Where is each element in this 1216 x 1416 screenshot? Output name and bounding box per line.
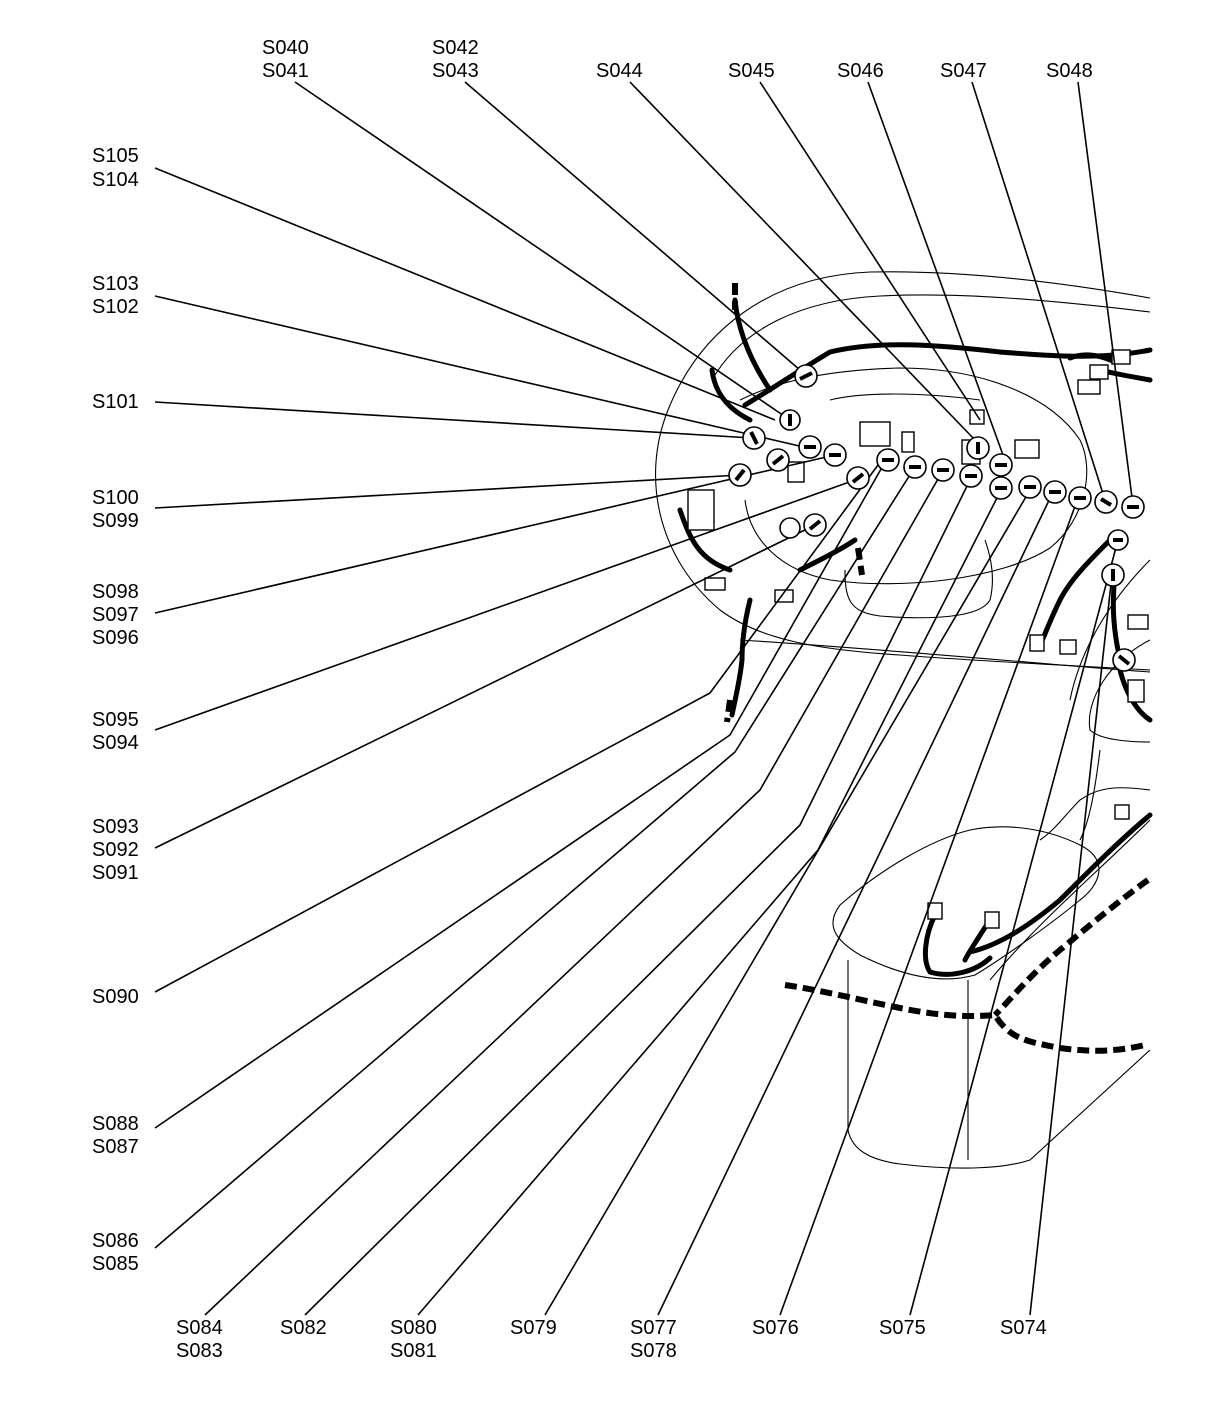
label-S091: S091 [92, 862, 139, 884]
splice-marker [779, 409, 801, 431]
splice-marker [931, 458, 955, 482]
label-S044: S044 [596, 60, 643, 82]
connector [1014, 439, 1040, 459]
label-S040: S040 [262, 37, 309, 59]
connector [787, 461, 805, 483]
label-S088: S088 [92, 1113, 139, 1135]
splice-marker [989, 453, 1013, 477]
connector [969, 409, 985, 425]
connectors [687, 349, 1149, 929]
label-S079: S079 [510, 1317, 557, 1339]
splice-marker [1107, 529, 1129, 551]
splice-marker [779, 517, 801, 539]
splice-marker [876, 448, 900, 472]
connector [1114, 804, 1130, 820]
connector [1127, 679, 1145, 703]
splice-marker [959, 464, 983, 488]
splice-marker [1094, 490, 1118, 514]
splice-marker [1121, 495, 1145, 519]
splice-marker [823, 443, 847, 467]
splice-marker [1018, 475, 1042, 499]
connector [984, 911, 1000, 929]
label-S103: S103 [92, 273, 139, 295]
label-S086: S086 [92, 1230, 139, 1252]
splice-marker [742, 426, 766, 450]
connector [1089, 364, 1109, 380]
label-S048: S048 [1046, 60, 1093, 82]
splice-marker [803, 513, 827, 537]
splice-marker [989, 476, 1013, 500]
label-S081: S081 [390, 1340, 437, 1362]
label-S100: S100 [92, 487, 139, 509]
label-S078: S078 [630, 1340, 677, 1362]
label-S041: S041 [262, 60, 309, 82]
label-S082: S082 [280, 1317, 327, 1339]
label-S105: S105 [92, 145, 139, 167]
connector [1127, 614, 1149, 630]
label-S047: S047 [940, 60, 987, 82]
connector [859, 421, 891, 447]
connector [687, 489, 715, 531]
label-S090: S090 [92, 986, 139, 1008]
label-S077: S077 [630, 1317, 677, 1339]
label-S046: S046 [837, 60, 884, 82]
splice-marker [966, 436, 990, 460]
label-S104: S104 [92, 169, 139, 191]
label-S087: S087 [92, 1136, 139, 1158]
label-S094: S094 [92, 732, 139, 754]
splice-marker [728, 463, 752, 487]
splice-marker [1101, 563, 1125, 587]
label-S083: S083 [176, 1340, 223, 1362]
label-S042: S042 [432, 37, 479, 59]
splice-labels: S040 S041 S042 S043 S044 S045 S046 S047 … [92, 37, 1093, 1362]
connector [1029, 634, 1045, 652]
splice-marker [1068, 486, 1092, 510]
leader-lines [154, 81, 1134, 1316]
splice-marker [798, 435, 822, 459]
splice-marker [766, 448, 790, 472]
label-S102: S102 [92, 296, 139, 318]
label-S101: S101 [92, 391, 139, 413]
label-S045: S045 [728, 60, 775, 82]
connector [1111, 349, 1131, 365]
label-S080: S080 [390, 1317, 437, 1339]
label-S096: S096 [92, 627, 139, 649]
label-S085: S085 [92, 1253, 139, 1275]
label-S043: S043 [432, 60, 479, 82]
connector [1059, 639, 1077, 655]
label-S084: S084 [176, 1317, 223, 1339]
splice-markers [728, 364, 1145, 672]
label-S098: S098 [92, 581, 139, 603]
label-S093: S093 [92, 816, 139, 838]
label-S095: S095 [92, 709, 139, 731]
splice-marker [903, 455, 927, 479]
connector [901, 431, 915, 453]
wiring-harness [677, 283, 1153, 1054]
label-S076: S076 [752, 1317, 799, 1339]
label-S092: S092 [92, 839, 139, 861]
splice-marker [846, 466, 870, 490]
vehicle-outline [655, 271, 1151, 1169]
label-S074: S074 [1000, 1317, 1047, 1339]
splice-marker [1043, 480, 1067, 504]
splice-marker [1112, 648, 1136, 672]
connector [1077, 379, 1101, 395]
label-S075: S075 [879, 1317, 926, 1339]
label-S099: S099 [92, 510, 139, 532]
connector [704, 577, 726, 591]
label-S097: S097 [92, 604, 139, 626]
splice-marker [794, 364, 818, 388]
